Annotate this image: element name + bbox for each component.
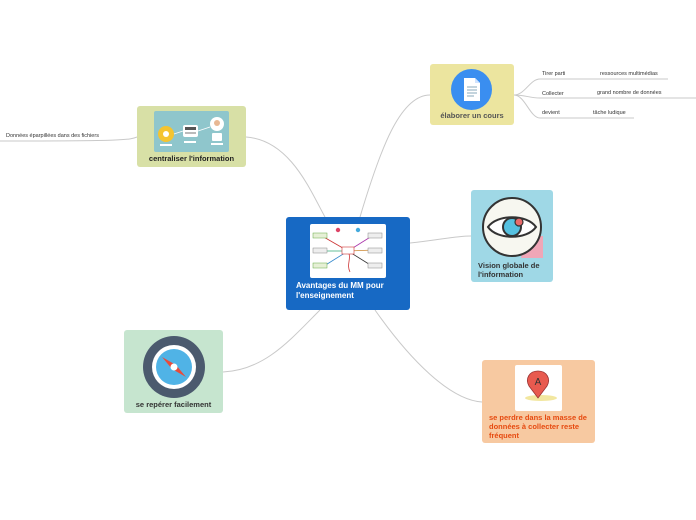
- link-donnees: [0, 136, 138, 142]
- node-perdre[interactable]: A se perdre dans la masse de données à c…: [482, 360, 595, 443]
- perdre-label: se perdre dans la masse de données à col…: [489, 413, 587, 440]
- link-elaborer: [359, 94, 431, 218]
- node-vision[interactable]: Vision globale de l'information: [471, 190, 553, 282]
- data-flow-illustration: [154, 111, 229, 152]
- link-centraliser: [245, 136, 326, 218]
- compass-icon: [142, 335, 206, 399]
- leaf-tache[interactable]: tâche ludique: [593, 110, 626, 116]
- mindmap-thumbnail: [310, 224, 386, 278]
- leaf-tirer[interactable]: Tirer parti: [542, 71, 566, 77]
- central-title: Avantages du MM pour l'enseignement: [296, 281, 384, 300]
- leaf-ressources[interactable]: ressources multimédias: [600, 71, 658, 77]
- svg-text:A: A: [535, 377, 542, 388]
- link-tirer: [513, 78, 668, 96]
- centraliser-label: centraliser l'information: [148, 154, 235, 163]
- node-centraliser[interactable]: centraliser l'information: [137, 106, 246, 167]
- elaborer-label: élaborer un cours: [440, 111, 504, 120]
- link-perdre: [374, 309, 483, 403]
- leaf-devient[interactable]: devient: [542, 110, 560, 116]
- leaf-collecter[interactable]: Collecter: [542, 91, 564, 97]
- link-collecter: [513, 94, 696, 99]
- central-node[interactable]: Avantages du MM pour l'enseignement: [286, 217, 410, 310]
- node-reperer[interactable]: se repérer facilement: [124, 330, 223, 413]
- document-icon: [451, 69, 492, 110]
- reperer-label: se repérer facilement: [135, 400, 212, 409]
- eye-icon: [481, 196, 543, 258]
- link-reperer: [222, 309, 321, 373]
- leaf-donnees[interactable]: Données éparpillées dans des fichiers: [6, 133, 99, 139]
- leaf-grand-nombre[interactable]: grand nombre de données: [597, 90, 662, 96]
- node-elaborer[interactable]: élaborer un cours: [430, 64, 514, 125]
- map-marker-icon: A: [515, 365, 562, 411]
- vision-label: Vision globale de l'information: [478, 261, 540, 279]
- link-devient: [513, 94, 634, 119]
- link-vision: [409, 235, 472, 244]
